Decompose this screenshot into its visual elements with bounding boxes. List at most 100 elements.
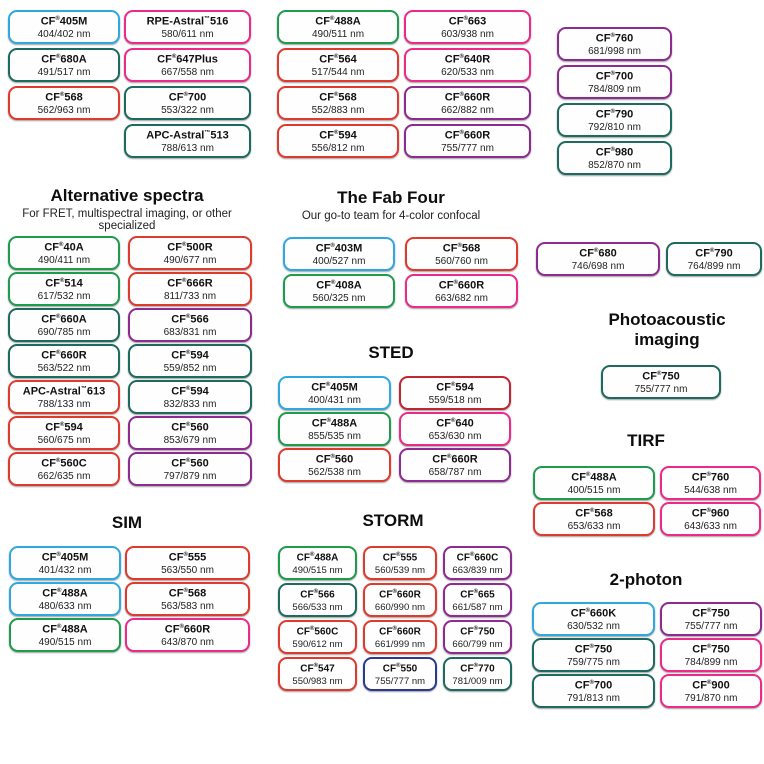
- dye-name: CF®405M: [41, 551, 89, 564]
- dye-name: CF®900: [692, 679, 730, 692]
- dye-excitation-emission: 401/432 nm: [38, 564, 92, 576]
- dye-name: CF®700: [595, 70, 634, 83]
- dye-excitation-emission: 563/550 nm: [161, 564, 214, 576]
- dye-name: APC-Astral™513: [146, 129, 229, 142]
- dye-excitation-emission: 755/777 nm: [374, 675, 426, 687]
- dye-name: CF®488A: [296, 552, 339, 564]
- dye-name: CF®640: [436, 417, 474, 430]
- dye-name: CF®403M: [315, 242, 363, 255]
- dye-excitation-emission: 755/777 nm: [441, 142, 494, 154]
- dye-excitation-emission: 662/882 nm: [441, 104, 494, 116]
- dye-name: CF®663: [448, 15, 487, 28]
- dye-excitation-emission: 852/870 nm: [588, 159, 641, 171]
- dye-excitation-emission: 653/633 nm: [567, 520, 621, 532]
- dye-excitation-emission: 681/998 nm: [588, 45, 641, 57]
- dye-name: CF®555: [168, 551, 207, 564]
- dye-name: CF®405M: [40, 15, 88, 28]
- dye-name: CF®500R: [167, 241, 213, 254]
- dye-excitation-emission: 590/612 nm: [292, 638, 343, 650]
- dye-excitation-emission: 560/325 nm: [312, 292, 366, 304]
- dye-excitation-emission: 562/963 nm: [37, 104, 91, 116]
- dye-name: CF®660K: [570, 607, 617, 620]
- dye-name: CF®660R: [379, 626, 421, 638]
- dye-excitation-emission: 784/899 nm: [684, 656, 738, 668]
- section-title: Photoacoustic imaging: [608, 310, 726, 349]
- dye-name: CF®560: [315, 453, 354, 466]
- dye-excitation-emission: 683/831 nm: [163, 326, 217, 338]
- dye-name: CF®666R: [167, 277, 213, 290]
- dye-name: CF®660C: [456, 552, 499, 564]
- dye-excitation-emission: 643/633 nm: [684, 520, 737, 532]
- dye-name: CF®760: [691, 471, 730, 484]
- dye-name: CF®660R: [379, 589, 421, 601]
- dye-name: CF®488A: [42, 623, 88, 636]
- dye-name: CF®566: [300, 589, 335, 601]
- dye-excitation-emission: 662/635 nm: [37, 470, 91, 482]
- dye-name: CF®594: [319, 129, 357, 142]
- dye-excitation-emission: 792/810 nm: [588, 121, 641, 133]
- dye-name: CF®560C: [41, 457, 87, 470]
- dye-name: CF®660R: [164, 623, 211, 636]
- dye-excitation-emission: 490/515 nm: [38, 636, 92, 648]
- dye-excitation-emission: 404/402 nm: [37, 28, 91, 40]
- dye-excitation-emission: 755/777 nm: [684, 620, 738, 632]
- dye-name: CF®555: [382, 552, 418, 564]
- dye-name: CF®640R: [444, 53, 491, 66]
- section-header-photoacoustic: Photoacoustic imaging: [577, 310, 757, 350]
- dye-excitation-emission: 400/527 nm: [312, 255, 366, 267]
- section-title: TIRF: [627, 431, 665, 450]
- dye-name: CF®750: [460, 626, 495, 638]
- dye-excitation-emission: 660/990 nm: [374, 601, 426, 613]
- dye-excitation-emission: 552/883 nm: [311, 104, 365, 116]
- dye-name: CF®660R: [444, 129, 491, 142]
- dye-excitation-emission: 559/852 nm: [163, 362, 217, 374]
- dye-excitation-emission: 400/515 nm: [567, 484, 621, 496]
- dye-excitation-emission: 663/682 nm: [435, 292, 488, 304]
- dye-name: CF®568: [168, 587, 207, 600]
- dye-excitation-emission: 603/938 nm: [441, 28, 494, 40]
- dye-name: CF®760: [595, 32, 634, 45]
- dye-excitation-emission: 480/633 nm: [38, 600, 92, 612]
- dye-excitation-emission: 490/511 nm: [311, 28, 365, 40]
- dye-name: CF®488A: [42, 587, 88, 600]
- dye-excitation-emission: 630/532 nm: [567, 620, 620, 632]
- dye-name: CF®566: [171, 313, 209, 326]
- dye-excitation-emission: 556/812 nm: [311, 142, 365, 154]
- dye-excitation-emission: 661/587 nm: [452, 601, 503, 613]
- dye-name: CF®647Plus: [157, 53, 218, 66]
- dye-name: CF®660R: [444, 91, 491, 104]
- dye-excitation-emission: 491/517 nm: [37, 66, 91, 78]
- dye-excitation-emission: 517/544 nm: [311, 66, 365, 78]
- dye-name: CF®560C: [296, 626, 339, 638]
